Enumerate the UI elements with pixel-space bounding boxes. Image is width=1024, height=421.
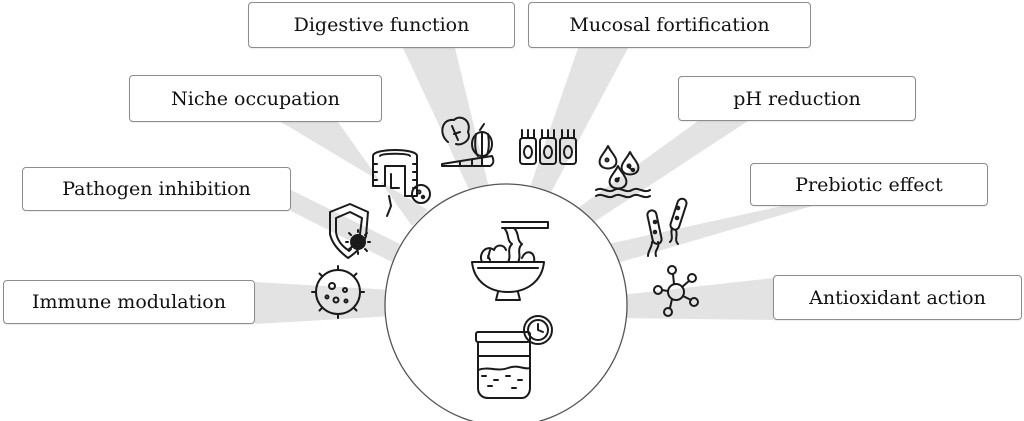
ray-mucosal (528, 48, 628, 198)
benefit-label-mucosal-fortification: Mucosal fortification (528, 2, 811, 48)
shield-virus-icon (329, 203, 371, 259)
benefit-label-ph-reduction: pH reduction (678, 76, 916, 121)
bacteria-icon (646, 197, 688, 257)
acid-drops-icon (595, 145, 651, 199)
epithelial-cells-icon (519, 129, 577, 165)
benefit-label-niche-occupation: Niche occupation (129, 75, 382, 122)
kimchi-bowl-icon (471, 221, 549, 301)
benefit-label-pathogen-inhibition: Pathogen inhibition (22, 167, 291, 211)
ray-prebiotic (608, 206, 812, 264)
benefit-label-immune-modulation: Immune modulation (3, 280, 255, 324)
center-circle (384, 183, 628, 421)
ray-pathogen (291, 190, 400, 262)
ray-niche (281, 122, 428, 226)
benefit-label-antioxidant-action: Antioxidant action (773, 275, 1022, 320)
ray-immune (255, 282, 392, 324)
benefit-label-prebiotic-effect: Prebiotic effect (750, 163, 988, 206)
fermentation-jar-timer-icon (475, 315, 553, 399)
immune-cell-icon (311, 265, 365, 319)
benefit-label-digestive-function: Digestive function (248, 2, 515, 48)
vegetables-icon (441, 116, 495, 167)
molecule-icon (653, 265, 699, 317)
intestine-icon (372, 149, 431, 217)
ray-ph (578, 121, 748, 222)
